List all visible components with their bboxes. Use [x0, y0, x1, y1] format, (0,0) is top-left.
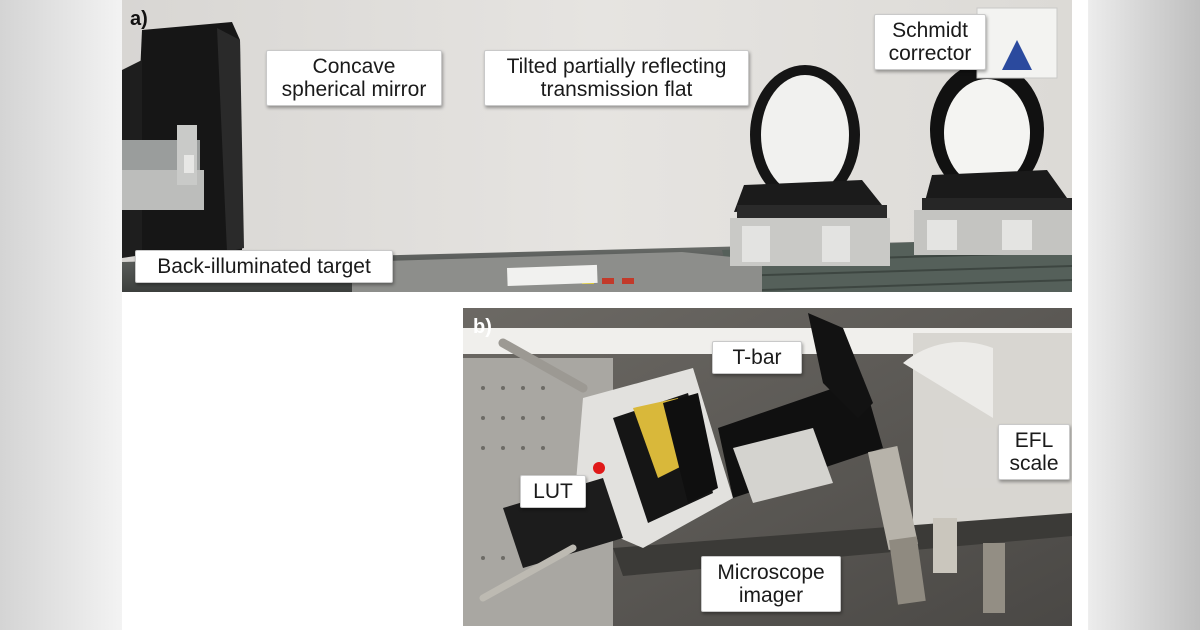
label-microscope-imager: Microscope imager [701, 556, 841, 612]
label-concave-spherical-mirror: Concave spherical mirror [266, 50, 442, 106]
label-lut: LUT [520, 475, 586, 508]
label-back-illuminated-target: Back-illuminated target [135, 250, 393, 283]
panel-a-photo: a) Concave spherical mirror Tilted parti… [122, 0, 1072, 292]
left-margin-background [0, 0, 122, 630]
label-schmidt-corrector: Schmidt corrector [874, 14, 986, 70]
label-efl-scale: EFL scale [998, 424, 1070, 480]
label-t-bar: T-bar [712, 341, 802, 374]
panel-b-letter: b) [473, 316, 492, 338]
panel-a-letter: a) [130, 8, 148, 30]
label-tilted-transmission-flat: Tilted partially reflecting transmission… [484, 50, 749, 106]
right-margin-background [1080, 0, 1200, 630]
panel-b-photo: b) T-bar EFL scale LUT Microscope imager [463, 308, 1072, 626]
right-margin-divider [1080, 0, 1088, 630]
